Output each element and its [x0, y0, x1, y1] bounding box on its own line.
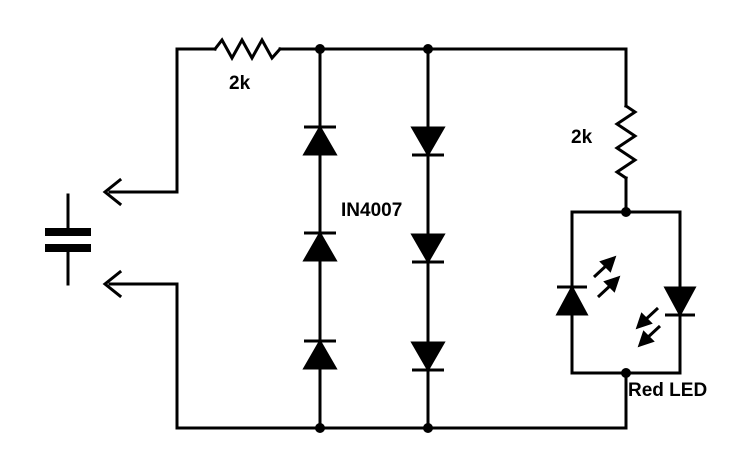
led-right — [663, 286, 697, 318]
wire-top-rail — [278, 47, 628, 108]
diode-d1 — [302, 124, 338, 156]
diode-d3 — [302, 338, 338, 370]
junction — [621, 207, 631, 217]
led-arrows — [592, 255, 662, 348]
capacitor-plate-bottom — [45, 244, 91, 252]
junction — [423, 44, 433, 54]
led-left — [555, 284, 589, 316]
resistor-r1 — [212, 36, 283, 62]
diode-d5 — [410, 233, 446, 265]
capacitor-plate-top — [45, 228, 91, 236]
label-led: Red LED — [628, 380, 707, 401]
diode-column-2 — [410, 126, 446, 373]
label-diode: IN4007 — [341, 200, 402, 221]
arrowhead-top — [102, 177, 123, 207]
led-pair — [555, 284, 697, 318]
diode-d2 — [302, 230, 338, 262]
junction — [315, 423, 325, 433]
junction — [315, 44, 325, 54]
label-r2: 2k — [571, 127, 593, 148]
label-r1: 2k — [229, 73, 251, 94]
arrowhead-bottom — [102, 269, 123, 299]
diode-d4 — [410, 126, 446, 158]
wire-top-input — [108, 47, 217, 194]
diode-d6 — [410, 341, 446, 373]
junction — [423, 423, 433, 433]
wire-led-loop — [570, 210, 682, 375]
wire-bottom-input — [108, 282, 628, 430]
resistor-r2 — [614, 103, 638, 181]
junction — [621, 368, 631, 378]
junction-dots — [315, 44, 631, 433]
diode-column-1 — [302, 124, 338, 370]
